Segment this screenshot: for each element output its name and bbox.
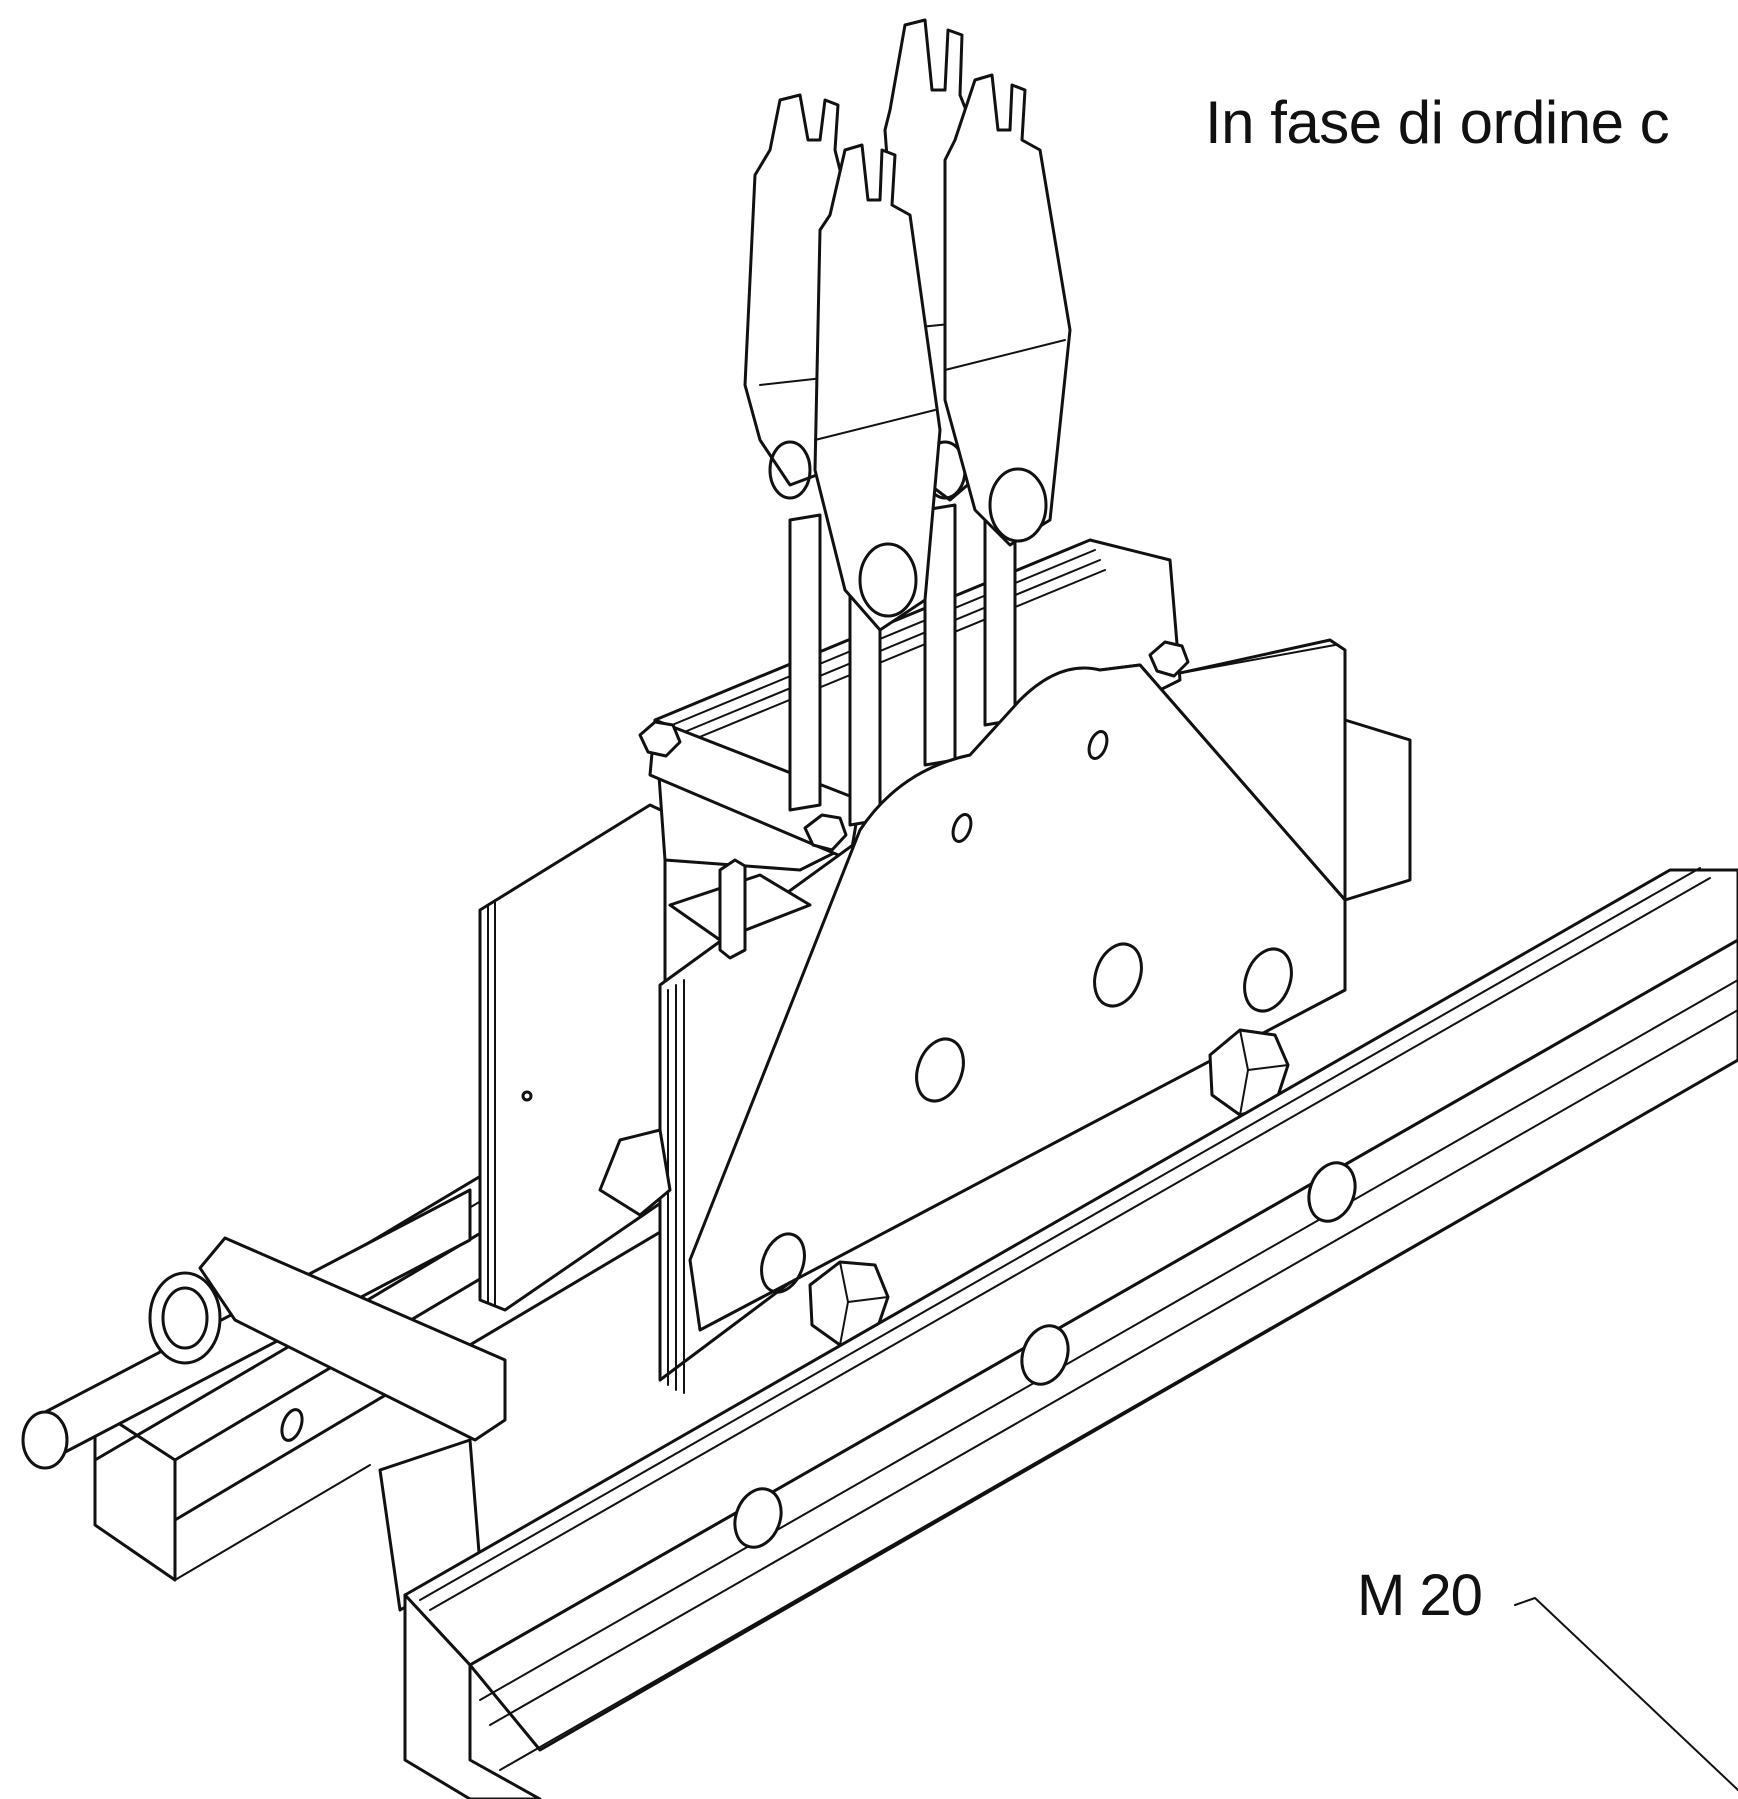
nut-right bbox=[1148, 640, 1190, 678]
hex-bolt-lower bbox=[808, 1260, 890, 1347]
nut-left bbox=[638, 720, 682, 758]
nut-center bbox=[803, 813, 848, 852]
suspension-clamps bbox=[743, 18, 1072, 632]
front-rail bbox=[403, 867, 1738, 1799]
bolt-size-callout: M 20 bbox=[1357, 1563, 1483, 1628]
hex-bolt-upper bbox=[1208, 1028, 1290, 1117]
pivot-shaft bbox=[598, 858, 812, 1217]
upper-frame bbox=[638, 538, 1190, 872]
front-support-plate bbox=[658, 663, 1347, 1394]
hex-bolts bbox=[808, 1028, 1290, 1347]
callout-leader-line bbox=[1514, 1597, 1738, 1791]
guide-rod bbox=[21, 1188, 507, 1612]
ordering-note: In fase di ordine c bbox=[1205, 89, 1670, 156]
